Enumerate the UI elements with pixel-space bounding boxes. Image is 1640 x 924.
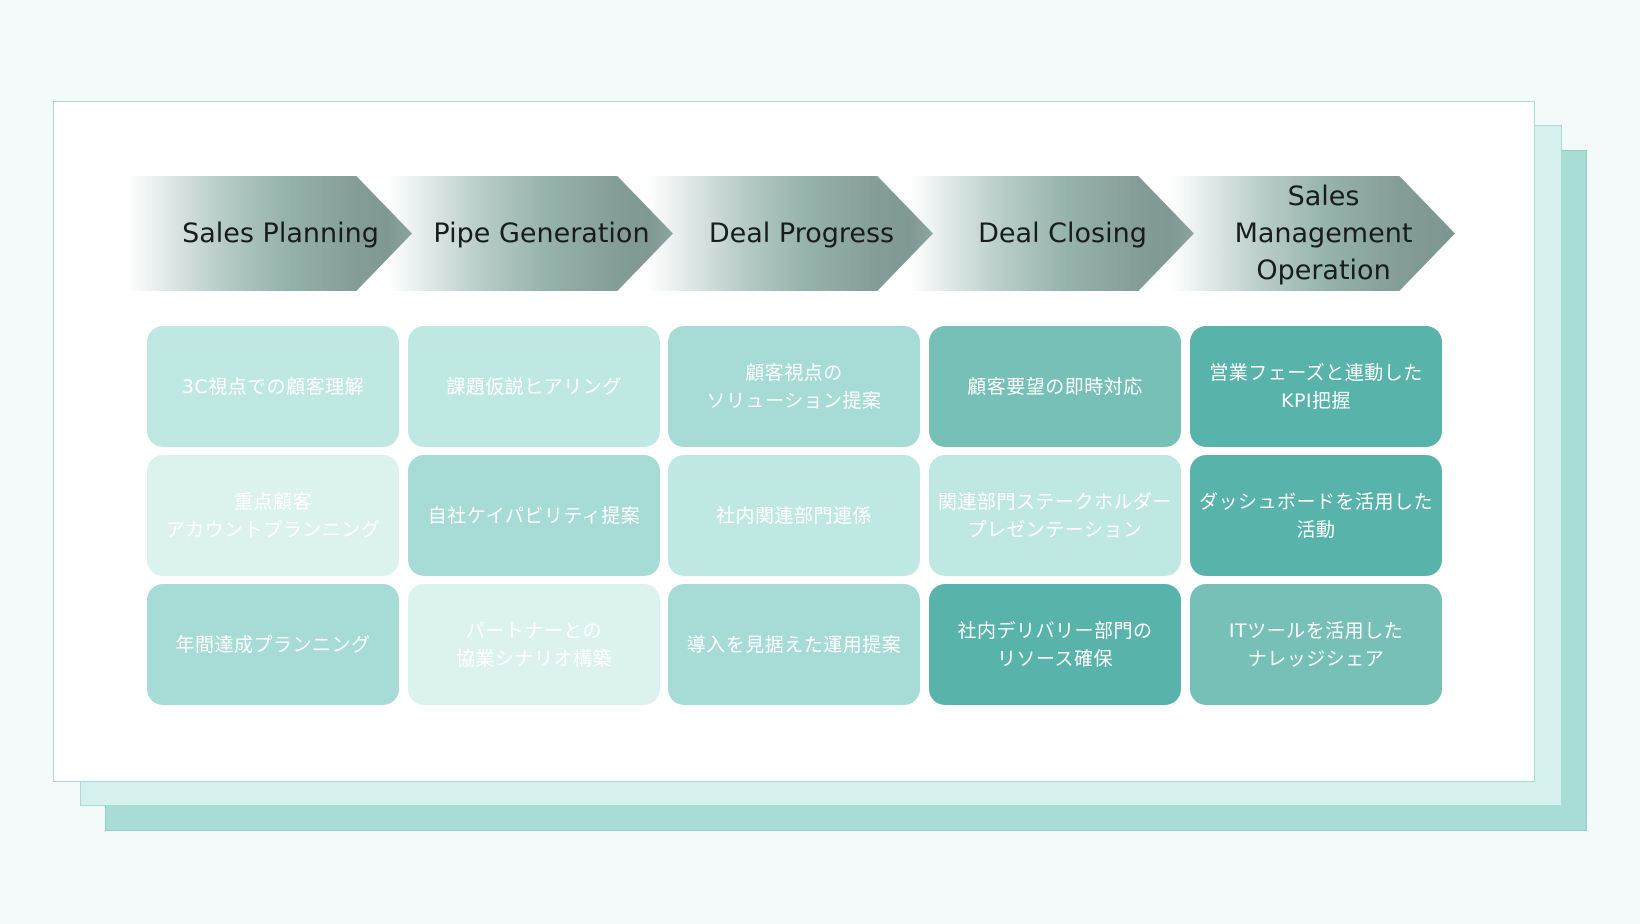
phase-label: Deal Closing — [978, 218, 1147, 249]
activity-cell: 3C視点での顧客理解 — [147, 326, 399, 447]
phase-label: Deal Progress — [708, 218, 895, 249]
activity-cell-text: 自社ケイパビリティ提案 — [427, 504, 641, 527]
activity-cell: パートナーとの 協業シナリオ構築 — [408, 584, 660, 705]
activity-cell-text: 社内デリバリー部門の リソース確保 — [957, 619, 1153, 670]
activity-cell-text: 課題仮説ヒアリング — [446, 375, 622, 398]
phase-arrow-sales-management-operation: Sales Management Operation — [1170, 176, 1455, 291]
activity-cell-text: 営業フェーズと連動した KPI把握 — [1209, 361, 1423, 412]
activity-cell-text: 重点顧客 アカウントプランニング — [165, 490, 381, 541]
activity-cell: 導入を見据えた運用提案 — [668, 584, 920, 705]
activity-cell: 社内関連部門連係 — [668, 455, 920, 576]
activity-cell-text: 3C視点での顧客理解 — [181, 375, 365, 398]
phase-arrow-deal-closing: Deal Closing — [909, 176, 1194, 291]
activity-cell-text: 顧客視点の ソリューション提案 — [706, 361, 882, 412]
phase-arrow-sales-planning: Sales Planning — [127, 176, 412, 291]
activity-cell: 自社ケイパビリティ提案 — [408, 455, 660, 576]
activity-cell: 重点顧客 アカウントプランニング — [147, 455, 399, 576]
activity-cell: 関連部門ステークホルダー プレゼンテーション — [929, 455, 1181, 576]
activity-cell: 顧客視点の ソリューション提案 — [668, 326, 920, 447]
activity-cell: ダッシュボードを活用した 活動 — [1190, 455, 1442, 576]
activity-cell: 顧客要望の即時対応 — [929, 326, 1181, 447]
phase-label: Pipe Generation — [433, 218, 650, 249]
activity-cell: 年間達成プランニング — [147, 584, 399, 705]
activity-cell: 課題仮説ヒアリング — [408, 326, 660, 447]
activity-cell-text: ITツールを活用した ナレッジシェア — [1228, 619, 1404, 670]
activity-cell-text: パートナーとの 協業シナリオ構築 — [455, 619, 612, 670]
activity-cell-text: 関連部門ステークホルダー プレゼンテーション — [937, 490, 1172, 541]
phase-label: Sales Management Operation — [1234, 181, 1413, 286]
activity-cell: ITツールを活用した ナレッジシェア — [1190, 584, 1442, 705]
activity-cell-text: 社内関連部門連係 — [715, 504, 872, 527]
activity-cell-text: 導入を見据えた運用提案 — [686, 633, 902, 656]
activity-cell-text: ダッシュボードを活用した 活動 — [1198, 490, 1433, 541]
activity-cell: 社内デリバリー部門の リソース確保 — [929, 584, 1181, 705]
phase-arrow-pipe-generation: Pipe Generation — [388, 176, 673, 291]
phase-label: Sales Planning — [182, 218, 379, 249]
activity-cell-text: 年間達成プランニング — [175, 633, 371, 656]
activity-cell: 営業フェーズと連動した KPI把握 — [1190, 326, 1442, 447]
phase-arrow-deal-progress: Deal Progress — [648, 176, 933, 291]
activity-cell-text: 顧客要望の即時対応 — [967, 375, 1143, 398]
